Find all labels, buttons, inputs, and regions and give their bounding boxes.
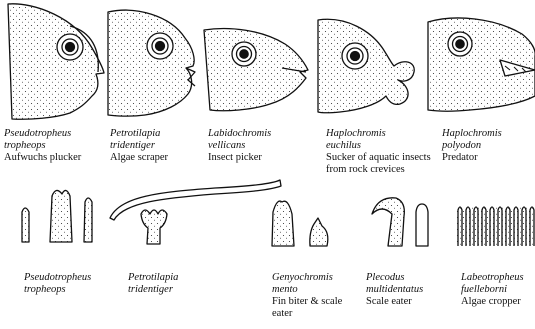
- teeth-caption-5: Labeotropheus fuelleborni Algae cropper: [461, 272, 533, 308]
- species-name: Pseudotropheus: [4, 128, 102, 140]
- species-name: tridentiger: [128, 284, 220, 296]
- fish-caption-2: Petrotilapia tridentiger Algae scraper: [110, 128, 205, 164]
- species-name: tropheops: [4, 140, 102, 152]
- species-name: polyodon: [442, 140, 534, 152]
- teeth-plecodus-multidentatus: [372, 198, 428, 246]
- teeth-caption-3: Genyochromis mento Fin biter & scale eat…: [272, 272, 352, 320]
- species-name: Petrotilapia: [110, 128, 205, 140]
- fish-head-petrotilapia-tridentiger: [108, 10, 195, 116]
- species-name: vellicans: [208, 140, 318, 152]
- fish-head-pseudotropheus-tropheops: [8, 4, 104, 119]
- fish-head-labidochromis-vellicans: [204, 29, 308, 111]
- species-name: Pseudotropheus: [24, 272, 116, 284]
- teeth-labeotropheus-fuelleborni: [456, 206, 534, 246]
- fish-head-haplochromis-euchilus: [318, 19, 414, 112]
- species-name: tropheops: [24, 284, 116, 296]
- teeth-genyochromis-mento: [272, 201, 328, 246]
- feeding-role: Insect picker: [208, 152, 318, 164]
- feeding-role: Sucker of aquatic insects from rock crev…: [326, 152, 434, 176]
- fish-caption-5: Haplochromis polyodon Predator: [442, 128, 534, 164]
- teeth-petrotilapia-tridentiger: [110, 180, 281, 244]
- species-name: Plecodus: [366, 272, 452, 284]
- fish-caption-4: Haplochromis euchilus Sucker of aquatic …: [326, 128, 434, 176]
- feeding-role: Aufwuchs plucker: [4, 152, 102, 164]
- species-name: Labeotropheus: [461, 272, 533, 284]
- species-name: tridentiger: [110, 140, 205, 152]
- feeding-role: Predator: [442, 152, 534, 164]
- fish-caption-1: Pseudotropheus tropheops Aufwuchs plucke…: [4, 128, 102, 164]
- species-name: fuelleborni: [461, 284, 533, 296]
- species-name: Petrotilapia: [128, 272, 220, 284]
- feeding-role: Algae cropper: [461, 296, 533, 308]
- species-name: Haplochromis: [442, 128, 534, 140]
- feeding-role: Scale eater: [366, 296, 452, 308]
- species-name: Labidochromis: [208, 128, 318, 140]
- species-name: multidentatus: [366, 284, 452, 296]
- feeding-role: Algae scraper: [110, 152, 205, 164]
- teeth-caption-2: Petrotilapia tridentiger: [128, 272, 220, 296]
- feeding-role: Fin biter & scale eater: [272, 296, 352, 320]
- species-name: euchilus: [326, 140, 434, 152]
- teeth-caption-4: Plecodus multidentatus Scale eater: [366, 272, 452, 308]
- fish-head-haplochromis-polyodon: [428, 18, 535, 111]
- teeth-pseudotropheus-tropheops: [22, 190, 92, 242]
- species-name: Genyochromis: [272, 272, 352, 284]
- species-name: Haplochromis: [326, 128, 434, 140]
- species-name: mento: [272, 284, 352, 296]
- teeth-caption-1: Pseudotropheus tropheops: [24, 272, 116, 296]
- fish-caption-3: Labidochromis vellicans Insect picker: [208, 128, 318, 164]
